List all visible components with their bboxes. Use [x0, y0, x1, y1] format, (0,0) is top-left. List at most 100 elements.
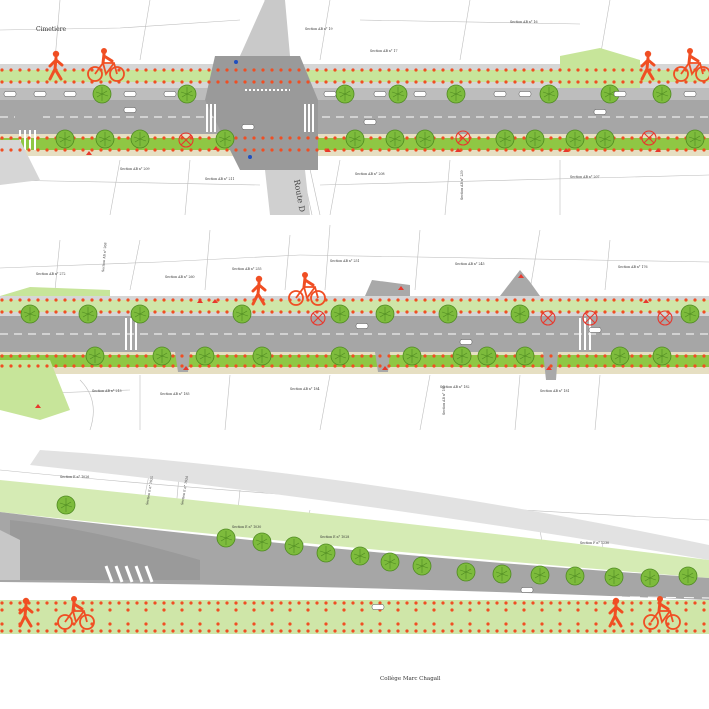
path-dot — [432, 608, 436, 612]
path-dot — [648, 354, 652, 358]
path-dot — [270, 310, 274, 314]
path-dot — [27, 629, 31, 633]
path-dot — [90, 136, 94, 140]
path-dot — [225, 68, 229, 72]
parcel-label: Section AB n° 251 — [330, 259, 360, 263]
path-dot — [405, 310, 409, 314]
path-dot — [270, 136, 274, 140]
path-dot — [270, 608, 274, 612]
path-dot — [9, 80, 13, 84]
path-dot — [234, 629, 238, 633]
path-dot — [504, 80, 508, 84]
path-dot — [612, 310, 616, 314]
path-dot — [603, 80, 607, 84]
path-dot — [54, 608, 58, 612]
path-dot — [0, 354, 4, 358]
path-dot — [144, 629, 148, 633]
path-dot — [603, 601, 607, 605]
path-dot — [207, 136, 211, 140]
path-dot — [495, 68, 499, 72]
path-dot — [90, 608, 94, 612]
parcel-label: Section AB n° 19 — [305, 27, 333, 31]
path-dot — [513, 601, 517, 605]
path-dot — [252, 148, 256, 152]
path-dot — [252, 80, 256, 84]
path-dot — [9, 136, 13, 140]
path-dot — [108, 622, 112, 626]
path-dot — [666, 68, 670, 72]
path-dot — [423, 148, 427, 152]
path-dot — [432, 629, 436, 633]
path-dot — [288, 354, 292, 358]
path-dot — [648, 364, 652, 368]
path-dot — [162, 601, 166, 605]
path-dot — [432, 80, 436, 84]
path-dot — [558, 601, 562, 605]
path-dot — [324, 136, 328, 140]
parcel-lines — [0, 0, 709, 216]
path-dot — [279, 148, 283, 152]
path-dot — [576, 622, 580, 626]
path-dot — [450, 148, 454, 152]
path-dot — [531, 310, 535, 314]
path-dot — [477, 68, 481, 72]
path-dot — [279, 364, 283, 368]
path-dot — [153, 68, 157, 72]
path-dot — [27, 364, 31, 368]
path-dot — [567, 310, 571, 314]
path-dot — [54, 601, 58, 605]
path-dot — [639, 298, 643, 302]
path-dot — [315, 601, 319, 605]
path-dot — [468, 629, 472, 633]
path-dot — [27, 80, 31, 84]
path-dot — [378, 629, 382, 633]
path-dot — [513, 364, 517, 368]
path-dot — [684, 298, 688, 302]
path-dot — [468, 298, 472, 302]
tree-icon — [510, 304, 530, 324]
path-dot — [72, 80, 76, 84]
path-dot — [234, 354, 238, 358]
tree-icon — [610, 346, 630, 366]
path-dot — [432, 68, 436, 72]
path-dot — [576, 68, 580, 72]
path-dot — [684, 608, 688, 612]
tree-icon — [477, 346, 497, 366]
path-dot — [612, 622, 616, 626]
path-dot — [189, 298, 193, 302]
path-dot — [261, 68, 265, 72]
tree-icon — [495, 129, 515, 149]
path-dot — [369, 354, 373, 358]
path-dot — [594, 364, 598, 368]
path-dot — [441, 354, 445, 358]
path-dot — [576, 601, 580, 605]
path-dot — [702, 310, 706, 314]
path-dot — [351, 629, 355, 633]
path-dot — [99, 601, 103, 605]
path-dot — [576, 298, 580, 302]
path-dot — [351, 310, 355, 314]
path-dot — [540, 354, 544, 358]
path-dot — [306, 629, 310, 633]
path-dot — [288, 622, 292, 626]
path-dot — [504, 608, 508, 612]
path-dot — [162, 608, 166, 612]
path-dot — [702, 622, 706, 626]
path-dot — [405, 364, 409, 368]
path-dot — [0, 629, 4, 633]
path-dot — [252, 601, 256, 605]
path-dot — [441, 629, 445, 633]
path-dot — [342, 298, 346, 302]
path-dot — [621, 298, 625, 302]
path-dot — [342, 68, 346, 72]
path-dot — [684, 80, 688, 84]
path-dot — [585, 148, 589, 152]
path-dot — [54, 629, 58, 633]
tree-icon — [92, 84, 112, 104]
path-dot — [423, 601, 427, 605]
path-dot — [207, 310, 211, 314]
path-dot — [180, 68, 184, 72]
parcel-label: Section AB n° 207 — [570, 175, 600, 179]
path-dot — [198, 364, 202, 368]
path-dot — [405, 136, 409, 140]
